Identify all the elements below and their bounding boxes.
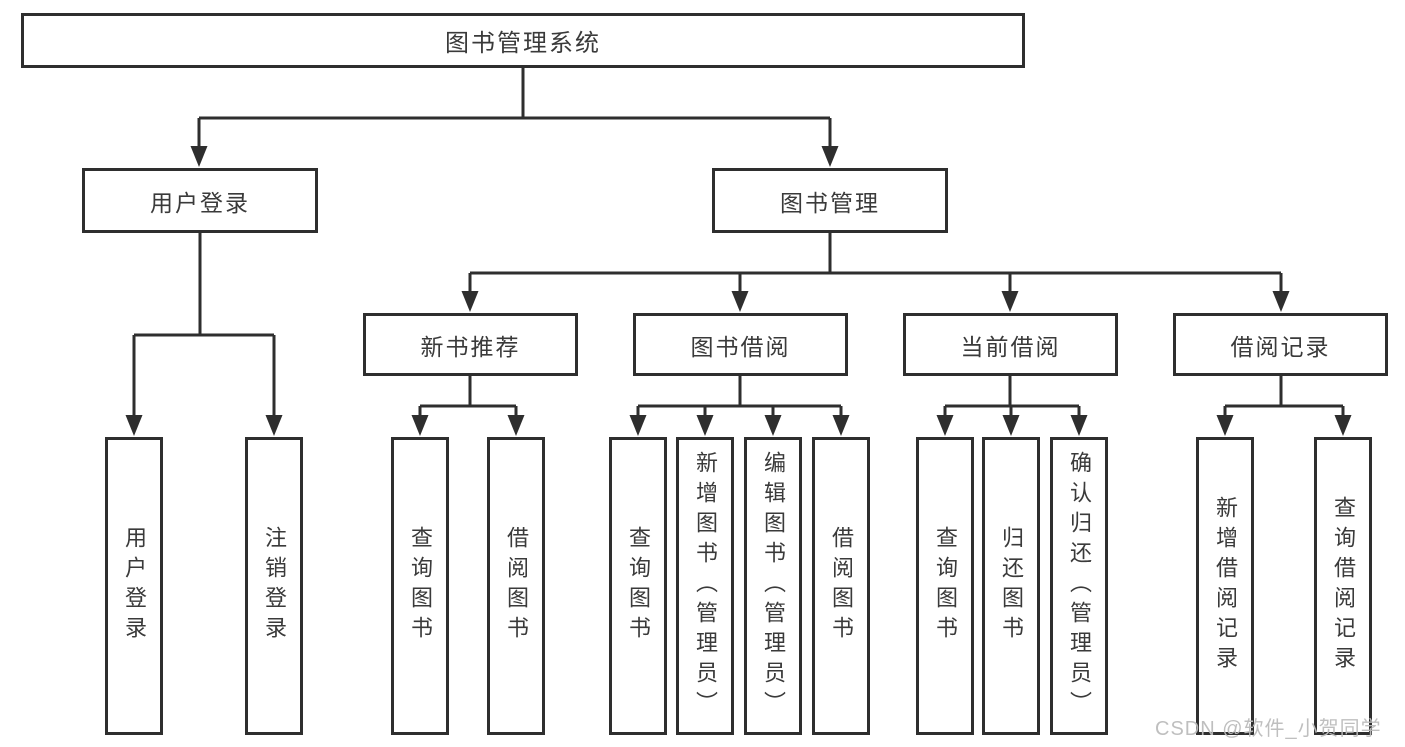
leaf-add-borrow-record: 新增借阅记录: [1196, 437, 1254, 735]
leaf-user-login-label: 用户登录: [122, 526, 147, 646]
node-book-borrowing: 图书借阅: [633, 313, 848, 376]
leaf-logout-label: 注销登录: [262, 526, 287, 646]
node-book-borrowing-label: 图书借阅: [690, 333, 791, 360]
leaf-borrow-book-newbooks-label: 借阅图书: [504, 526, 529, 646]
leaf-return-book: 归还图书: [982, 437, 1040, 735]
leaf-borrow-book-borrowing: 借阅图书: [812, 437, 870, 735]
node-new-book-recommend-label: 新书推荐: [420, 333, 521, 360]
leaf-query-borrow-record-label: 查询借阅记录: [1331, 496, 1356, 676]
leaf-return-book-label: 归还图书: [999, 526, 1024, 646]
leaf-edit-book-admin-label: 编辑图书（管理员）: [761, 451, 786, 721]
leaf-query-book-current: 查询图书: [916, 437, 974, 735]
node-new-book-recommend: 新书推荐: [363, 313, 578, 376]
node-user-login-label: 用户登录: [150, 189, 250, 216]
node-book-management-label: 图书管理: [780, 189, 880, 216]
leaf-query-book-current-label: 查询图书: [933, 526, 958, 646]
node-book-management: 图书管理: [712, 168, 948, 233]
leaf-add-book-admin-label: 新增图书（管理员）: [693, 451, 718, 721]
leaf-edit-book-admin: 编辑图书（管理员）: [744, 437, 802, 735]
node-current-borrowing-label: 当前借阅: [960, 333, 1061, 360]
leaf-query-borrow-record: 查询借阅记录: [1314, 437, 1372, 735]
leaf-query-book-newbooks-label: 查询图书: [408, 526, 433, 646]
node-current-borrowing: 当前借阅: [903, 313, 1118, 376]
arrowheads: [125, 146, 1352, 436]
leaf-query-book-newbooks: 查询图书: [391, 437, 449, 735]
leaf-logout: 注销登录: [245, 437, 303, 735]
leaf-confirm-return-admin-label: 确认归还（管理员）: [1067, 451, 1092, 721]
leaf-query-book-borrowing-label: 查询图书: [626, 526, 651, 646]
leaf-query-book-borrowing: 查询图书: [609, 437, 667, 735]
tree-edges: [132, 65, 1345, 419]
leaf-borrow-book-newbooks: 借阅图书: [487, 437, 545, 735]
node-root-label: 图书管理系统: [445, 30, 601, 57]
leaf-confirm-return-admin: 确认归还（管理员）: [1050, 437, 1108, 735]
node-borrowing-records-label: 借阅记录: [1230, 333, 1331, 360]
csdn-watermark: CSDN @软件_小贺同学: [1155, 718, 1382, 740]
node-user-login: 用户登录: [82, 168, 318, 233]
leaf-add-book-admin: 新增图书（管理员）: [676, 437, 734, 735]
leaf-borrow-book-borrowing-label: 借阅图书: [829, 526, 854, 646]
node-root: 图书管理系统: [21, 13, 1025, 68]
leaf-user-login: 用户登录: [105, 437, 163, 735]
node-borrowing-records: 借阅记录: [1173, 313, 1388, 376]
leaf-add-borrow-record-label: 新增借阅记录: [1213, 496, 1238, 676]
